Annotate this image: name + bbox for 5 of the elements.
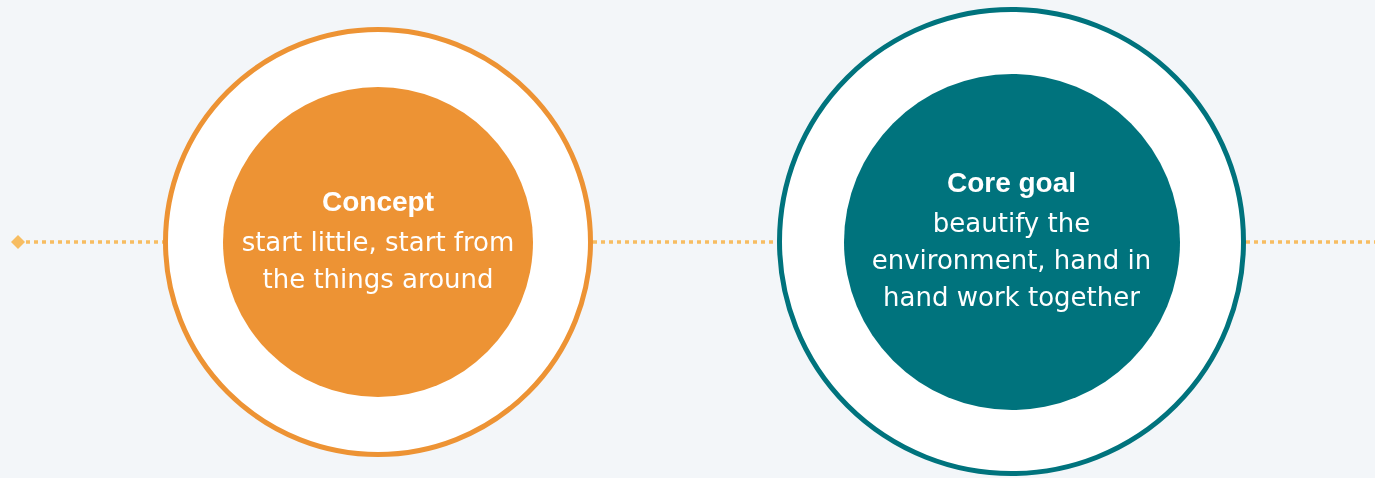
circle-text: start little, start from the things around — [240, 226, 516, 296]
dotted-connector — [1246, 240, 1375, 244]
circle-text: beautify the environment, hand in hand work together — [870, 207, 1153, 314]
circle-heading: Core goal — [946, 167, 1077, 199]
circle-heading: Concept — [322, 186, 434, 218]
